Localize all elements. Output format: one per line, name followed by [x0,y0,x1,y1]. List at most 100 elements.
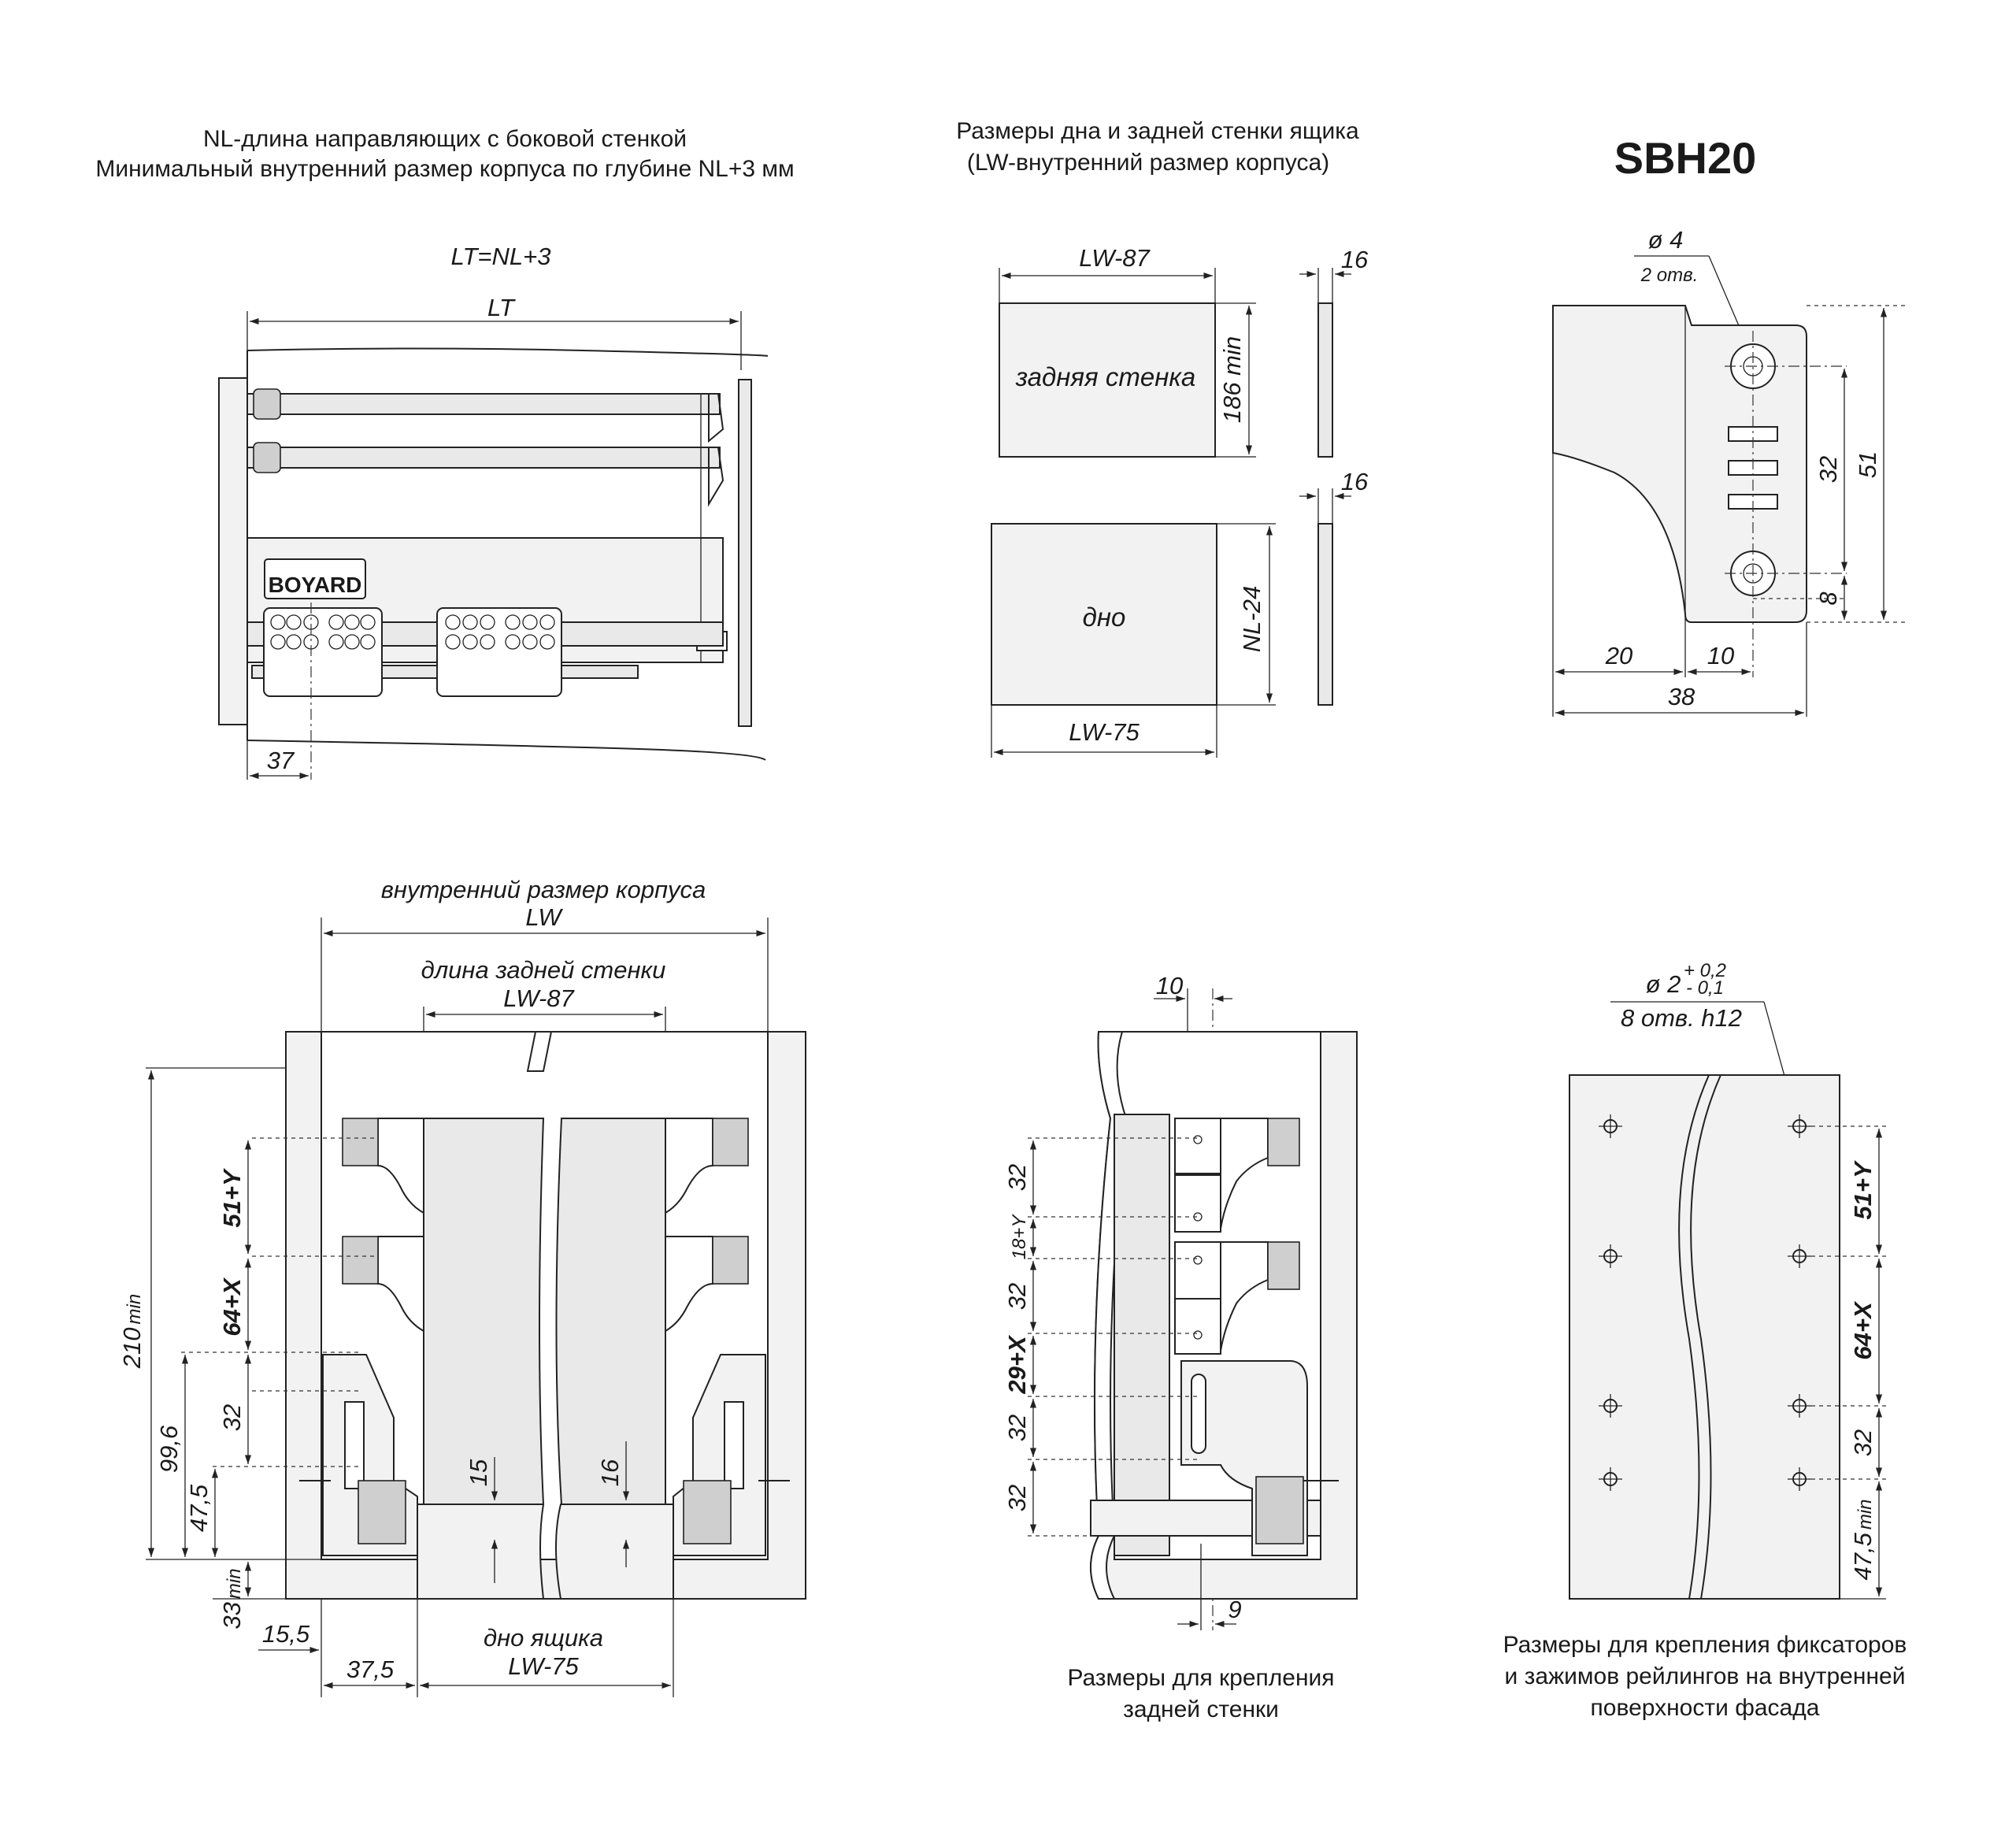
bottom-section [1317,523,1333,706]
drill-holes [1599,1114,1811,1491]
dim-9: 9 [1228,1596,1241,1623]
dim-37-5: 37,5 [346,1656,395,1683]
caption-back-length: длина задней стенки [421,956,666,984]
front-clip-right [436,607,562,697]
rail-end-left [342,1118,379,1166]
dim-32: 32 [218,1404,246,1431]
caption-back-fixing: Размеры для крепления [1067,1665,1334,1691]
break-curve [1678,1074,1710,1600]
dim-51y: 51+Y [218,1167,246,1228]
rail-end-right [712,1118,749,1166]
bracket-lower-b [1174,1298,1221,1355]
bracket-wing [1220,1241,1269,1352]
caption-fixing-line3: поверхности фасада [1591,1695,1820,1721]
drawer-side-view: NL-длина направляющих с боковой стенкой … [95,126,795,780]
dim-51: 51 [1854,451,1881,478]
back-wall-and-bottom: Размеры дна и задней стенки ящика (LW-вн… [956,118,1369,758]
hole-count: 2 отв. [1640,265,1699,286]
dim-thickness-bottom: 16 [1341,468,1369,495]
back-wall-section [1317,302,1333,458]
dim-lt: LT [487,294,516,321]
back-wall-panel [999,302,1216,458]
break-line-top [246,347,769,357]
hole-diameter: ø 4 [1648,226,1684,254]
dim-15-5: 15,5 [262,1620,310,1648]
runner-slot-left [344,1401,365,1489]
dim-lw: LW [525,903,563,931]
break-curve [1690,1074,1721,1600]
rail-end [1267,1118,1300,1166]
label-bottom: дно [1083,603,1126,632]
bottom-right [555,1504,674,1600]
dim-8: 8 [1814,591,1842,606]
rail-end-left [342,1236,379,1285]
back-wall-right [555,1118,666,1505]
product-title: SBH20 [1614,133,1757,183]
railing-holder [708,447,724,507]
dim-16: 16 [596,1459,624,1486]
bottom-left [417,1504,545,1600]
tolerance-plus: + 0,2 [1684,960,1726,981]
runner-clip-right [683,1480,732,1544]
caption-fixing-line2: и зажимов рейлингов на внутренней [1505,1663,1906,1689]
railing-lower [246,447,721,469]
runner-clip [1255,1476,1304,1544]
dim-32b: 32 [1003,1283,1031,1310]
bracket-upper-a [1174,1118,1221,1174]
dim-32: 32 [1849,1429,1877,1456]
brand-logo-text: BOYARD [269,573,362,597]
dim-32a: 32 [1003,1164,1031,1191]
dim-back-height: 186 min [1218,336,1246,423]
hole-count: 8 отв. h12 [1621,1004,1742,1032]
sbh20-bracket: SBH20 ø 4 2 отв. 32 8 51 20 10 [1552,133,1906,717]
rail-bracket-left-lower [377,1236,424,1333]
hole-diameter: ø 2 [1646,970,1681,998]
dim-10: 10 [1707,642,1734,669]
front-panel [1569,1074,1840,1600]
rail-end [1267,1241,1300,1290]
dim-37: 37 [267,747,295,774]
break-line-bottom [246,740,766,761]
bracket-wing [1220,1118,1269,1229]
dim-47-5: 47,5 [185,1484,213,1532]
back-wall-left [423,1118,545,1505]
dim-32d: 32 [1003,1485,1031,1511]
dim-51y: 51+Y [1849,1159,1877,1220]
caption-panel-sizes: Размеры дна и задней стенки ящика [956,118,1359,144]
front-clip-left [263,607,383,697]
bracket-upper-b [1174,1174,1221,1233]
boyard-logo-plate [264,558,366,599]
dim-33: 33min [218,1568,246,1629]
dim-64x: 64+X [218,1277,246,1337]
dim-38: 38 [1668,683,1695,710]
dim-18y: 18+Y [1009,1214,1030,1260]
label-back-wall: задняя стенка [1015,362,1196,391]
front-panel [218,377,248,725]
rear-panel [738,379,752,727]
caption-min-depth: Минимальный внутренний размер корпуса по… [95,156,794,182]
runner-slot-right [724,1401,744,1489]
caption-drawer-bottom: дно ящика [484,1624,603,1652]
caption-fixing-line1: Размеры для крепления фиксаторов [1503,1632,1907,1658]
caption-inner-size: внутренний размер корпуса [381,876,706,903]
rail-bracket-left-upper [377,1118,424,1214]
railing-holder [708,393,724,443]
dim-29x: 29+X [1003,1334,1031,1395]
rail-end-right [712,1236,749,1285]
dim-99-6: 99,6 [155,1425,183,1473]
dim-20: 20 [1605,642,1632,669]
rail-bracket-right-upper [665,1118,713,1214]
bracket-lower-a [1174,1241,1221,1300]
caption-back-fixing-2: задней стенки [1123,1696,1279,1722]
tolerance-minus: - 0,1 [1686,977,1724,999]
dim-32: 32 [1814,456,1842,483]
break-gap [526,1031,553,1072]
runner-slot [1191,1374,1206,1454]
railing-cap [253,388,281,420]
dim-lw87: LW-87 [503,984,575,1012]
dim-47-5: 47,5min [1849,1499,1877,1580]
bottom-panel [991,523,1217,706]
dim-bottom-width: LW-75 [1069,718,1140,746]
caption-lw-definition: (LW-внутренний размер корпуса) [967,150,1329,176]
dim-10: 10 [1156,972,1183,999]
